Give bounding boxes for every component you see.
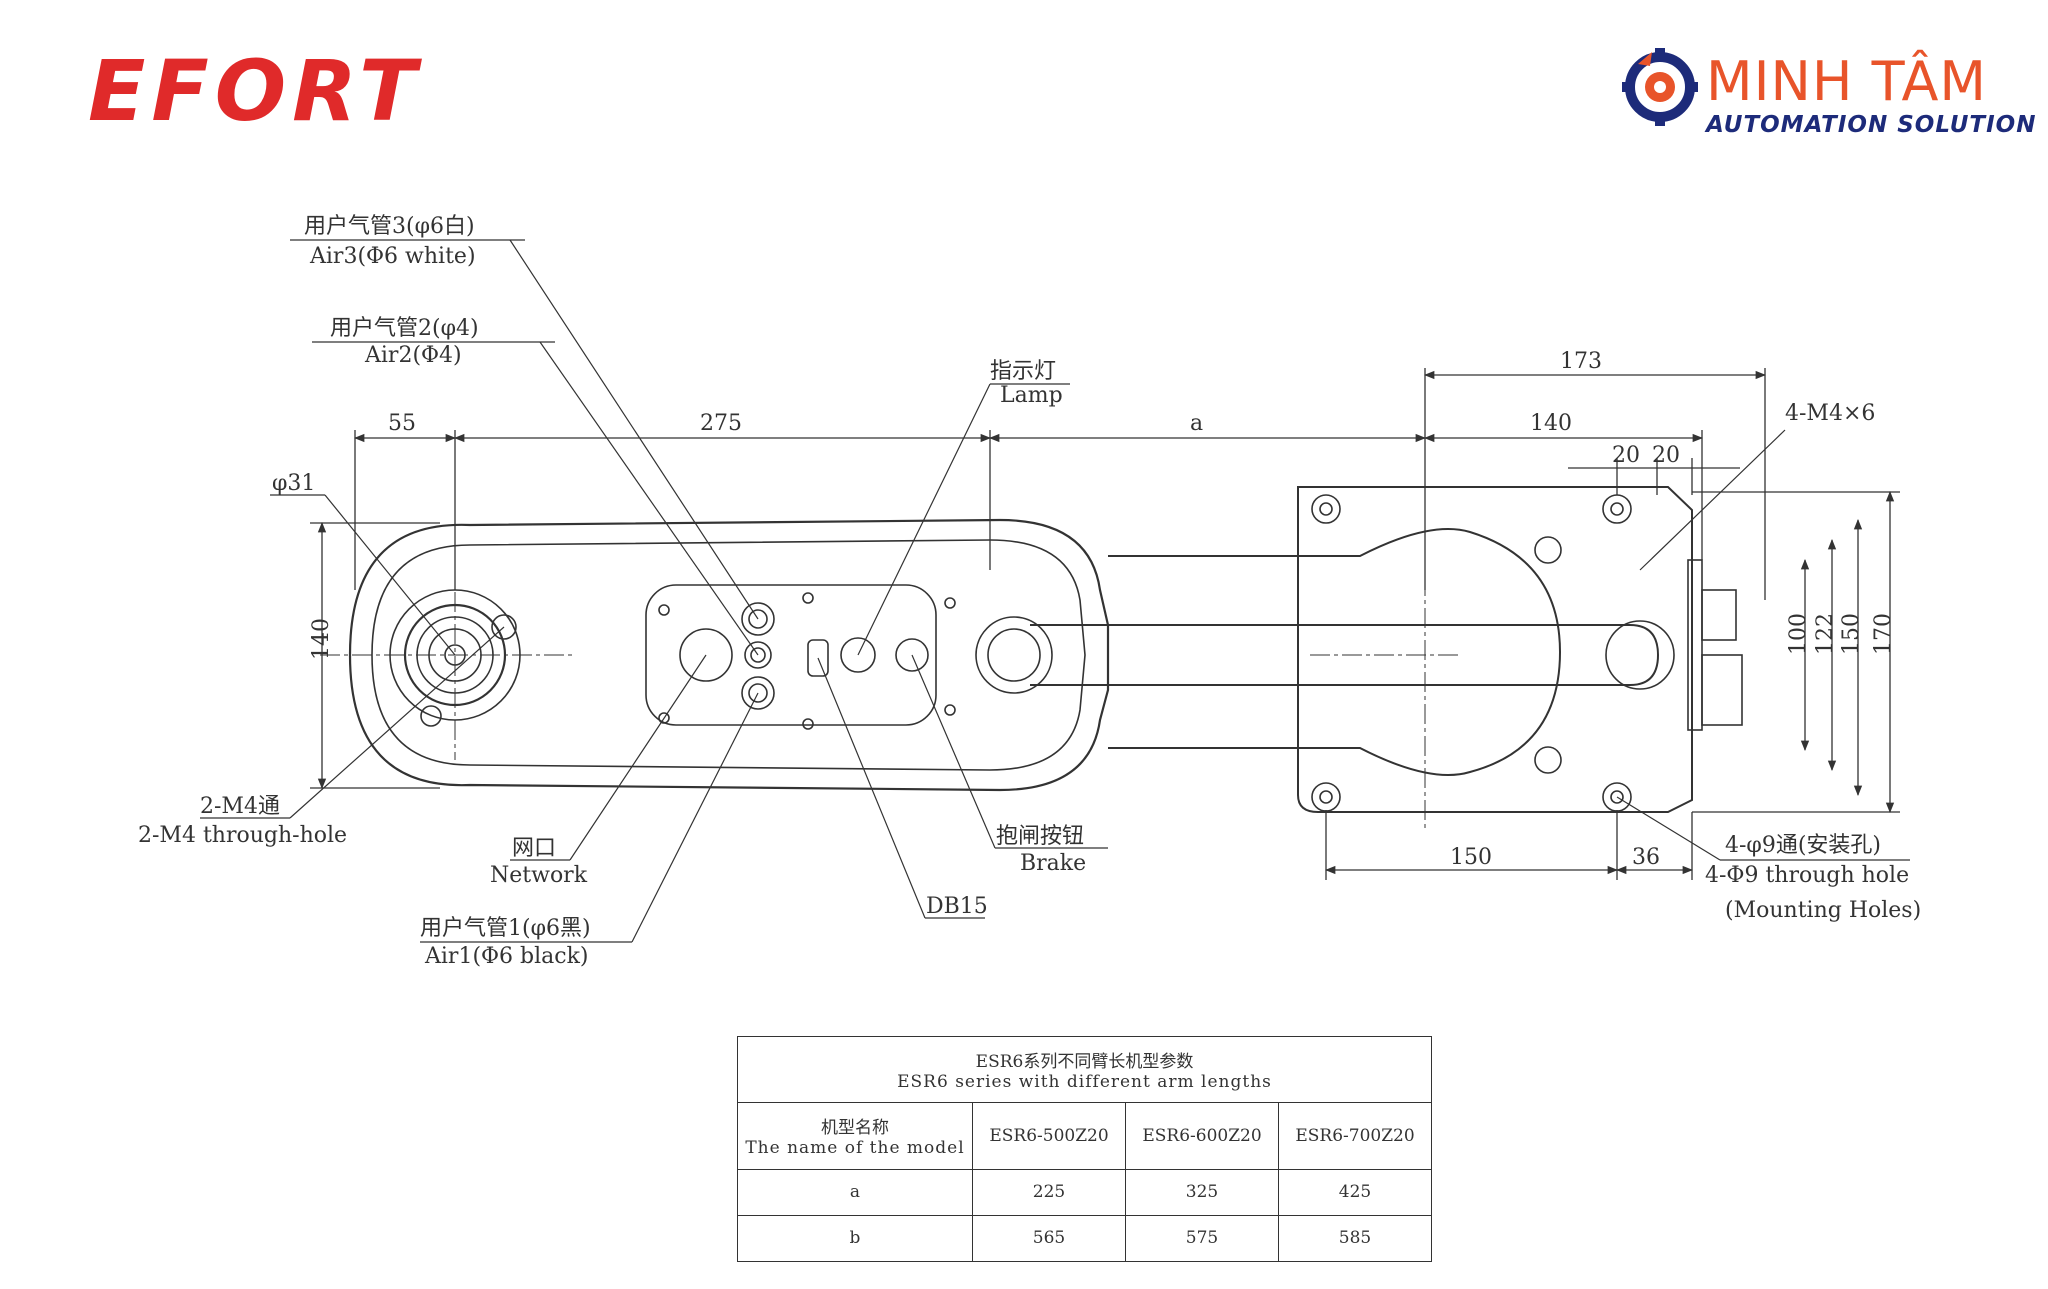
dim-150-vertical: 150 <box>1839 613 1864 655</box>
table-header-cell: ESR6-500Z20 <box>972 1102 1126 1170</box>
dim-122: 122 <box>1813 613 1838 655</box>
leader-lines <box>200 239 1910 943</box>
dim-275: 275 <box>700 411 742 436</box>
dim-140-top: 140 <box>1530 411 1572 436</box>
table-cell: 225 <box>972 1168 1126 1216</box>
m4-label-cn: 2-M4通 <box>200 794 280 819</box>
center-lines <box>320 480 1460 830</box>
table-row: a 225 325 425 <box>737 1168 1432 1216</box>
network-label-en: Network <box>490 863 588 888</box>
robot-arm <box>1030 528 1675 776</box>
robot-base <box>1297 485 1743 813</box>
db15-label: DB15 <box>926 894 988 919</box>
m4x6-label: 4-M4×6 <box>1785 401 1875 426</box>
table-cell: 585 <box>1278 1214 1432 1263</box>
dim-150-horizontal: 150 <box>1450 845 1492 870</box>
air2-label-en: Air2(Φ4) <box>364 343 462 368</box>
minh-tam-name: MINH TÂM <box>1706 50 1988 113</box>
brake-label-cn: 抱闸按钮 <box>996 824 1084 849</box>
table-row-param: b <box>737 1214 973 1263</box>
gear-icon <box>1622 48 1698 126</box>
table-cell: 425 <box>1278 1168 1432 1216</box>
m4-label-en: 2-M4 through-hole <box>138 823 347 848</box>
model-parameters-table: ESR6系列不同臂长机型参数 ESR6 series with differen… <box>737 1035 1432 1263</box>
air3-label-en: Air3(Φ6 white) <box>309 244 476 269</box>
air3-label-cn: 用户气管3(φ6白) <box>304 214 475 239</box>
table-title-en: ESR6 series with different arm lengths <box>897 1072 1272 1093</box>
table-title: ESR6系列不同臂长机型参数 ESR6 series with differen… <box>737 1035 1432 1104</box>
efort-logo: EFORT <box>88 42 423 140</box>
table-header-model: 机型名称 The name of the model <box>737 1102 973 1170</box>
dim-100: 100 <box>1786 613 1811 655</box>
minh-tam-logo: MINH TÂM AUTOMATION SOLUTION <box>1622 42 2035 138</box>
table-header-cn: 机型名称 <box>821 1118 889 1139</box>
table-header-cell: ESR6-700Z20 <box>1278 1102 1432 1170</box>
dim-a: a <box>1190 411 1203 436</box>
table-header-en: The name of the model <box>745 1138 965 1159</box>
network-label-cn: 网口 <box>512 836 556 861</box>
lamp-label-cn: 指示灯 <box>990 359 1056 384</box>
mounting-label-en: 4-Φ9 through hole <box>1705 863 1909 888</box>
table-title-cn: ESR6系列不同臂长机型参数 <box>975 1052 1194 1073</box>
air1-label-en: Air1(Φ6 black) <box>424 944 589 969</box>
dim-20-b: 20 <box>1652 443 1680 468</box>
brake-label-en: Brake <box>1020 851 1086 876</box>
dimension-lines <box>310 368 1900 880</box>
minh-tam-tagline: AUTOMATION SOLUTION <box>1706 112 2037 138</box>
table-cell: 575 <box>1125 1214 1279 1263</box>
table-row-param: a <box>737 1168 973 1216</box>
air1-label-cn: 用户气管1(φ6黑) <box>420 916 591 941</box>
mounting-label-cn: 4-φ9通(安装孔) <box>1725 833 1881 858</box>
table-row: b 565 575 585 <box>737 1214 1432 1263</box>
air2-label-cn: 用户气管2(φ4) <box>330 316 479 341</box>
table-cell: 565 <box>972 1214 1126 1263</box>
dim-20-a: 20 <box>1612 443 1640 468</box>
phi31-label: φ31 <box>272 471 315 496</box>
table-cell: 325 <box>1125 1168 1279 1216</box>
lamp-label-en: Lamp <box>1000 383 1063 408</box>
dim-55: 55 <box>388 411 416 436</box>
dim-170: 170 <box>1871 613 1896 655</box>
dim-36: 36 <box>1632 845 1660 870</box>
dim-140-left: 140 <box>309 618 334 660</box>
mounting-label-en2: (Mounting Holes) <box>1725 898 1921 923</box>
table-header-cell: ESR6-600Z20 <box>1125 1102 1279 1170</box>
dim-173: 173 <box>1560 349 1602 374</box>
